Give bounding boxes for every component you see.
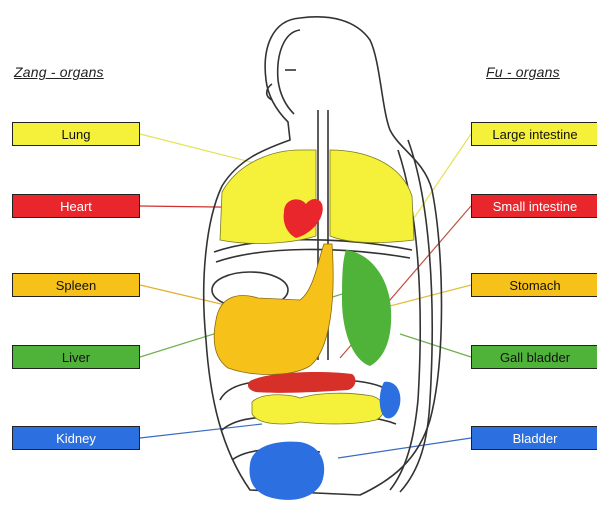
- label-stomach: Stomach: [471, 273, 597, 297]
- lung-shape-right: [330, 150, 414, 243]
- organs: [214, 150, 414, 500]
- label-large-intestine: Large intestine: [471, 122, 597, 146]
- label-heart: Heart: [12, 194, 140, 218]
- large-intestine-connector: [414, 134, 471, 218]
- bladder-shape: [250, 442, 325, 500]
- large-intestine-shape: [252, 393, 384, 424]
- label-kidney: Kidney: [12, 426, 140, 450]
- label-small-intestine: Small intestine: [471, 194, 597, 218]
- label-liver: Liver: [12, 345, 140, 369]
- stomach-connector: [390, 285, 471, 306]
- label-spleen: Spleen: [12, 273, 140, 297]
- small-intestine-shape: [248, 372, 356, 393]
- liver-shape: [342, 250, 391, 366]
- bladder-connector: [338, 438, 471, 458]
- label-gall-bladder: Gall bladder: [471, 345, 597, 369]
- heart-shape: [284, 199, 323, 238]
- label-bladder: Bladder: [471, 426, 597, 450]
- gall-bladder-connector: [400, 334, 471, 357]
- spleen-shape: [214, 244, 333, 375]
- kidney-shape: [380, 382, 401, 419]
- label-lung: Lung: [12, 122, 140, 146]
- kidney-connector: [140, 424, 262, 438]
